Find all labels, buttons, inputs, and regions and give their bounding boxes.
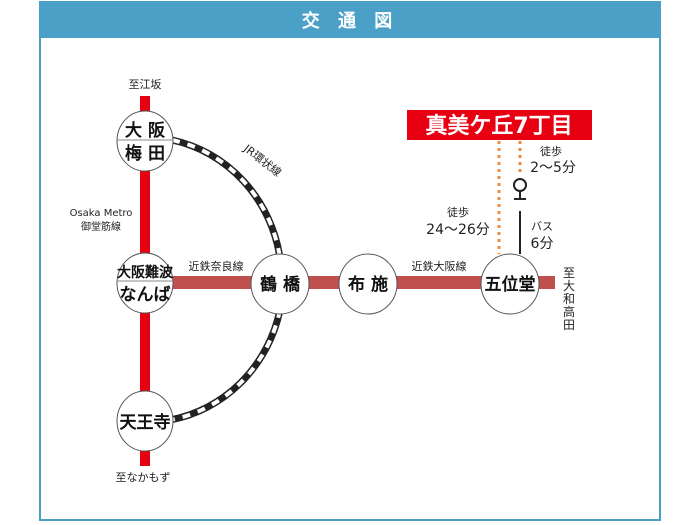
station-fuse[interactable]: 布 施	[338, 253, 398, 315]
walk-short-time: 2〜5分	[530, 160, 576, 176]
destination-box	[407, 110, 592, 140]
station-name: 天王寺	[120, 412, 171, 433]
bus-time: 6分	[531, 236, 554, 252]
walk-long-time: 24〜26分	[426, 222, 490, 238]
direction-char: 和	[563, 292, 575, 306]
station-name: 梅 田	[125, 143, 165, 164]
station-goido[interactable]: 五位堂	[480, 253, 540, 315]
direction-nakamozu: 至なかもず	[116, 471, 171, 484]
direction-char: 至	[563, 266, 575, 280]
bus-stop-icon	[513, 178, 527, 200]
bus-label: バス	[531, 220, 553, 233]
kintetsu-nara-label: 近鉄奈良線	[189, 259, 244, 273]
station-tsuruhashi[interactable]: 鶴 橋	[250, 253, 310, 315]
station-name: 大阪難波	[117, 264, 174, 281]
station-name: 大 阪	[125, 120, 165, 141]
station-name: 鶴 橋	[260, 274, 301, 295]
station-name: なんば	[120, 285, 171, 305]
midosuji-label: 御堂筋線	[81, 220, 121, 233]
direction-char: 大	[563, 279, 575, 293]
direction-yamatotakada: 至 大 和 高 田	[563, 266, 575, 332]
walk-short-label: 徒歩	[540, 144, 562, 158]
header-title: 交 通 図	[302, 10, 399, 32]
station-name: 五位堂	[485, 274, 536, 295]
direction-esaka: 至江坂	[129, 78, 162, 91]
jr-loop-line	[169, 136, 284, 424]
header-bar	[40, 2, 660, 38]
station-tennoji[interactable]: 天王寺	[116, 390, 174, 452]
direction-char: 田	[563, 318, 575, 332]
direction-char: 高	[563, 304, 575, 319]
station-name: 布 施	[348, 274, 388, 295]
kintetsu-osaka-label: 近鉄大阪線	[412, 259, 467, 273]
station-osaka-namba[interactable]: 大阪難波 なんば	[116, 252, 174, 314]
destination-label: 真美ケ丘7丁目	[425, 113, 572, 139]
walk-long-label: 徒歩	[447, 205, 469, 219]
station-osaka-umeda[interactable]: 大 阪 梅 田	[116, 110, 174, 172]
metro-label: Osaka Metro	[70, 208, 133, 219]
